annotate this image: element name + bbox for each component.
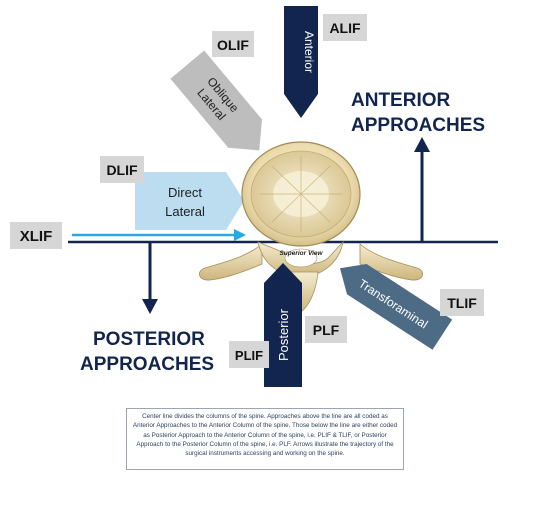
dlif-label: DLIF	[100, 156, 144, 183]
direct-arrow-label-line2: Lateral	[165, 204, 205, 219]
olif-label: OLIF	[212, 31, 254, 57]
anterior-arrow: Anterior	[284, 6, 318, 118]
xlif-arrow	[72, 229, 246, 241]
plf-label-text: PLF	[313, 322, 340, 338]
tlif-label-text: TLIF	[447, 295, 477, 311]
direct-lateral-arrow: Direct Lateral	[135, 172, 244, 230]
caption-box: Center line divides the columns of the s…	[126, 408, 404, 470]
posterior-down-arrow	[142, 243, 158, 314]
plif-label: PLIF	[229, 341, 269, 368]
posterior-arrow: Posterior	[264, 263, 302, 387]
posterior-heading-line1: POSTERIOR	[93, 329, 205, 350]
posterior-arrow-label: Posterior	[276, 308, 291, 361]
direct-arrow-label-line1: Direct	[168, 185, 202, 200]
olif-label-text: OLIF	[217, 37, 249, 53]
posterior-heading-line2: APPROACHES	[80, 354, 214, 375]
caption-text: Center line divides the columns of the s…	[132, 413, 398, 458]
xlif-label-text: XLIF	[20, 228, 53, 245]
vertebra-view-label: Superior View	[279, 250, 323, 257]
dlif-label-text: DLIF	[106, 162, 138, 178]
alif-label: ALIF	[323, 14, 367, 41]
anterior-up-arrow	[414, 137, 430, 242]
plif-label-text: PLIF	[235, 348, 263, 363]
vertebral-body	[241, 141, 361, 247]
alif-label-text: ALIF	[329, 20, 361, 36]
plf-label: PLF	[305, 316, 347, 343]
xlif-label: XLIF	[10, 222, 62, 249]
tlif-label: TLIF	[440, 289, 484, 316]
oblique-lateral-arrow: Oblique Lateral	[170, 50, 262, 151]
anterior-heading-line1: ANTERIOR	[351, 90, 451, 111]
anterior-arrow-label: Anterior	[302, 31, 316, 73]
anterior-heading-line2: APPROACHES	[351, 115, 485, 136]
